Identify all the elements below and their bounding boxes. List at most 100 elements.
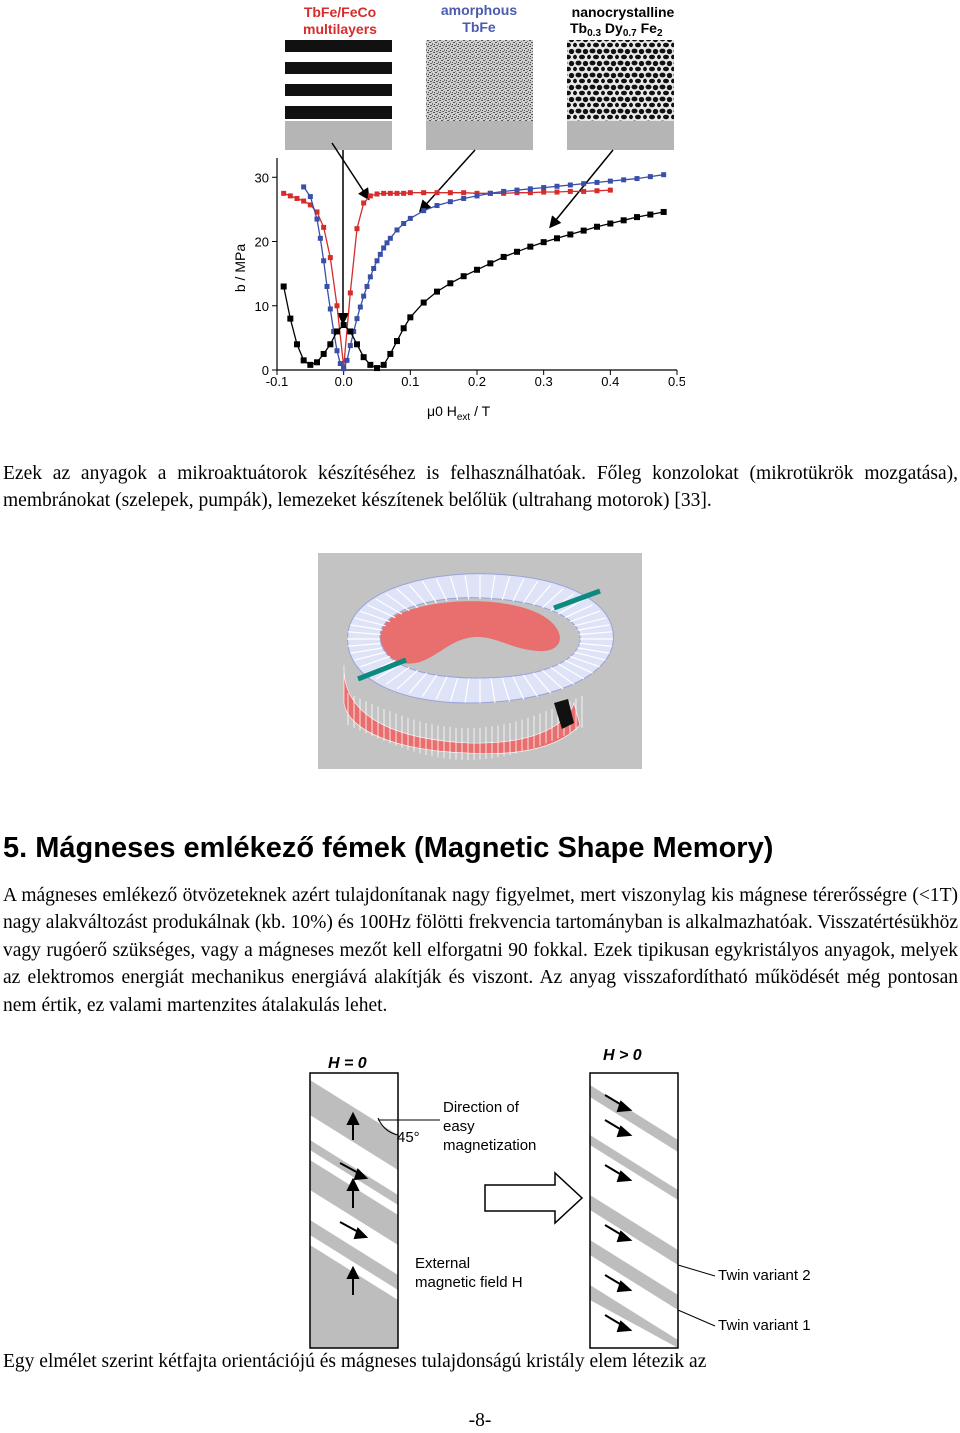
x-tick-label: 0.4 — [601, 374, 619, 389]
ring-segment — [532, 672, 552, 694]
ring-segment — [464, 575, 470, 600]
series-1-point — [324, 283, 330, 289]
series-2-point — [487, 260, 494, 267]
ring-segment — [421, 580, 438, 604]
ring-segment — [421, 674, 438, 698]
series-2-point — [540, 239, 547, 246]
series-1-point — [607, 178, 613, 184]
series-1-point — [331, 328, 337, 334]
series-0-point — [554, 189, 560, 195]
ring-segment — [449, 576, 459, 601]
ring-segment — [347, 642, 381, 647]
ring-segment — [464, 678, 470, 703]
series-0-point — [327, 255, 333, 261]
x-axis-label: μ0 Hext / T — [427, 403, 491, 423]
series-1-point — [321, 258, 327, 264]
ring-segment — [550, 666, 575, 685]
series-0-point — [321, 224, 327, 230]
svg-text:multilayers: multilayers — [303, 21, 377, 37]
ring-segment — [512, 676, 525, 700]
ring-segment — [501, 677, 511, 702]
ring-segment — [490, 575, 496, 600]
series-0-point — [381, 190, 387, 196]
series-1-point — [371, 265, 377, 271]
series-1-point — [514, 187, 520, 193]
series-2-point — [447, 280, 454, 287]
series-1-point — [541, 185, 547, 191]
y-tick-label: 30 — [255, 170, 269, 185]
angle-label: 45° — [397, 1129, 420, 1146]
ring-segment — [569, 655, 600, 668]
ring-segment — [396, 588, 419, 609]
pointer-amorphous — [418, 149, 476, 213]
y-tick-label: 20 — [255, 235, 269, 250]
series-1-point — [487, 190, 493, 196]
ring-segment — [557, 598, 585, 615]
series-1-point — [354, 316, 360, 322]
svg-text:Tb0.3 Dy0.7 Fe2: Tb0.3 Dy0.7 Fe2 — [570, 20, 663, 39]
panel-label-amorphous: amorphous TbFe — [441, 2, 517, 35]
series-1-point — [341, 366, 347, 372]
series-0-point — [567, 188, 573, 194]
series-0-point — [581, 188, 587, 194]
series-line-1 — [303, 174, 664, 371]
magnetization-arrows-right — [604, 1094, 633, 1333]
chart-series — [280, 172, 667, 372]
ring-segment — [360, 610, 391, 623]
series-2-point — [554, 235, 560, 242]
ring-segment — [360, 655, 391, 668]
pointer-multilayer-2 — [331, 142, 370, 201]
paragraph-msm-description: A mágneses emlékező ötvözeteknek azért t… — [3, 885, 958, 1016]
series-1-point — [351, 328, 357, 334]
series-2-point — [360, 354, 367, 361]
series-1-point — [621, 177, 627, 183]
svg-text:easy: easy — [443, 1118, 475, 1135]
amorphous-microstructure — [426, 40, 533, 150]
nanocrystalline-microstructure — [567, 40, 674, 150]
ring-segment — [408, 672, 428, 694]
series-2-point — [634, 214, 640, 221]
series-0-point — [354, 226, 360, 232]
x-tick-label: 0.2 — [468, 374, 486, 389]
pointer-nanocrystalline — [549, 149, 614, 229]
series-0-point — [361, 200, 367, 206]
paragraph-theory: Egy elmélet szerint kétfajta orientációj… — [3, 1351, 707, 1372]
series-1-point — [527, 186, 533, 192]
ring-segment — [541, 669, 564, 690]
series-0-point — [347, 290, 353, 296]
series-2-point — [407, 314, 414, 321]
series-2-point — [607, 220, 614, 227]
series-1-point — [374, 258, 380, 264]
crystal-h-positive — [590, 1073, 678, 1348]
series-1-point — [357, 304, 363, 310]
ring-segment — [396, 669, 419, 690]
svg-text:amorphous: amorphous — [441, 2, 517, 18]
series-2-point — [354, 341, 360, 348]
magnetization-arrows-left — [339, 1111, 369, 1295]
series-1-point — [367, 274, 373, 280]
ring-segment — [532, 584, 552, 606]
series-2-point — [287, 315, 294, 322]
series-2-point — [380, 361, 387, 368]
series-0-point — [514, 190, 520, 196]
ring-segment — [501, 576, 511, 601]
series-1-point — [384, 240, 390, 246]
y-tick-label: 0 — [262, 363, 269, 378]
series-1-point — [581, 181, 587, 187]
ring-segment-lines — [347, 575, 613, 760]
ring-segment — [579, 642, 613, 647]
twin2-pointer — [677, 1264, 716, 1277]
ring-segment — [574, 617, 606, 627]
series-2-point — [374, 365, 380, 372]
series-2-point — [307, 361, 314, 368]
series-0-point — [447, 190, 453, 196]
series-1-point — [647, 174, 653, 180]
ring-segment — [574, 651, 606, 661]
svg-text:External: External — [415, 1255, 470, 1272]
series-2-point — [327, 341, 334, 348]
series-2-point — [567, 231, 574, 238]
series-0-point — [301, 198, 307, 204]
series-0-point — [407, 190, 413, 196]
label-h-zero: H = 0 — [328, 1055, 367, 1072]
